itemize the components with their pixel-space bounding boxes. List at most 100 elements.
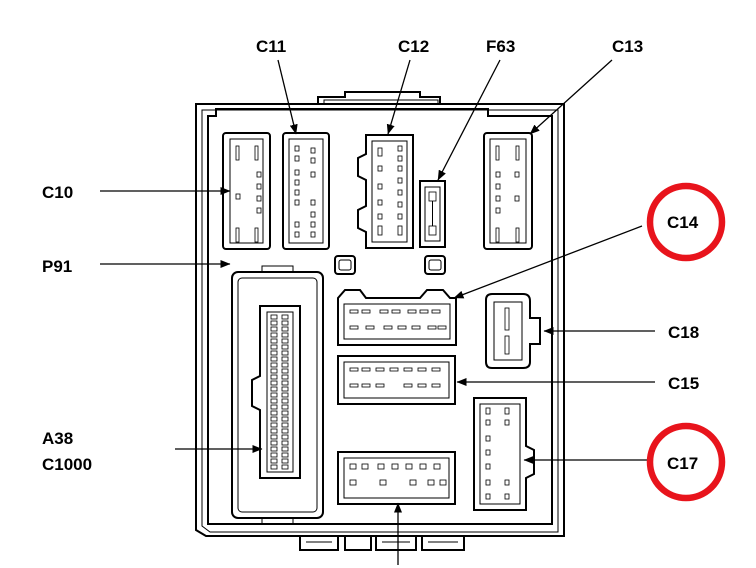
connector-pin: [349, 309, 359, 314]
connector-pin: [407, 309, 417, 314]
connector-pin: [270, 452, 278, 458]
connector-pin: [281, 362, 289, 368]
c14-connector: [337, 289, 457, 346]
connector-pin: [431, 367, 441, 372]
connector-pin: [270, 422, 278, 428]
connector-pin: [270, 380, 278, 386]
c12-label: C12: [398, 37, 429, 56]
connector-pin: [349, 479, 357, 486]
c12-arrow: [386, 59, 411, 135]
connector-pin: [281, 344, 289, 350]
connector-pin: [431, 309, 441, 314]
f63-arrow: [437, 59, 501, 181]
connector-pin: [365, 325, 375, 330]
c13-arrow: [529, 59, 613, 135]
connector-pin: [427, 325, 437, 330]
c13-connector: [483, 132, 533, 250]
fuse-box-housing: [195, 91, 565, 551]
connector-pin: [361, 367, 371, 372]
f63-label: F63: [486, 37, 515, 56]
a38-label: A38: [42, 429, 73, 448]
connector-pin: [281, 416, 289, 422]
connector-pin: [389, 367, 399, 372]
connector-pin: [405, 463, 413, 470]
connector-pin: [419, 309, 429, 314]
connector-pin: [391, 309, 401, 314]
connector-pin: [419, 463, 427, 470]
connector-pin: [281, 422, 289, 428]
connector-pin: [270, 440, 278, 446]
connector-pin: [361, 463, 369, 470]
connector-pin: [270, 314, 278, 320]
connector-pin: [270, 434, 278, 440]
connector-pin: [281, 398, 289, 404]
a38-c1000-connector: [231, 265, 324, 525]
connector-pin: [270, 344, 278, 350]
connector-pin: [281, 392, 289, 398]
mounting-clips: [334, 255, 446, 275]
connector-pin: [281, 404, 289, 410]
connector-pin: [270, 386, 278, 392]
c1000-label: C1000: [42, 455, 92, 474]
c11-arrow: [277, 59, 298, 135]
c15-connector: [337, 355, 456, 405]
connector-pin: [270, 332, 278, 338]
bottom-connector: [337, 451, 456, 505]
connector-pin: [349, 463, 357, 470]
connector-pin: [270, 338, 278, 344]
connector-pin: [383, 325, 393, 330]
connector-pin: [379, 479, 387, 486]
connector-pin: [281, 458, 289, 464]
connector-pin: [270, 374, 278, 380]
connector-pin: [375, 367, 385, 372]
c14-arrow: [453, 225, 643, 299]
connector-pin: [270, 392, 278, 398]
connector-pin: [270, 362, 278, 368]
connector-pin: [270, 350, 278, 356]
connector-pin: [281, 464, 289, 470]
connector-pin: [281, 410, 289, 416]
connector-pin: [270, 404, 278, 410]
c10-label: C10: [42, 183, 73, 202]
connector-pin: [409, 479, 417, 486]
c11-connector: [282, 132, 330, 250]
connector-pin: [403, 367, 413, 372]
connector-pin: [281, 356, 289, 362]
connector-pin: [281, 440, 289, 446]
c11-label: C11: [256, 37, 286, 56]
connector-pin: [281, 434, 289, 440]
connector-pin: [281, 380, 289, 386]
connector-pin: [377, 463, 385, 470]
connector-pin: [427, 479, 435, 486]
connector-pin: [270, 398, 278, 404]
c17-label: C17: [667, 454, 698, 473]
connector-pin: [431, 383, 441, 388]
connector-pin: [281, 320, 289, 326]
c14-highlight-circle: [646, 182, 726, 262]
connector-pin: [437, 325, 447, 330]
connector-pin: [270, 458, 278, 464]
connector-pin: [411, 325, 421, 330]
connector-pin: [281, 374, 289, 380]
connector-pin: [433, 463, 441, 470]
connector-pin: [270, 416, 278, 422]
connector-pin: [270, 326, 278, 332]
connector-pin: [361, 383, 371, 388]
connector-pin: [270, 446, 278, 452]
connector-pin: [281, 428, 289, 434]
connector-pin: [270, 410, 278, 416]
connector-pin: [403, 383, 413, 388]
c13-label: C13: [612, 37, 643, 56]
connector-pin: [281, 446, 289, 452]
connector-pin: [270, 356, 278, 362]
c14-label: C14: [667, 213, 699, 232]
p91-label: P91: [42, 257, 72, 276]
connector-pin: [270, 428, 278, 434]
connector-pin: [349, 367, 359, 372]
connector-pin: [281, 314, 289, 320]
c18-label: C18: [668, 323, 699, 342]
connector-pin: [281, 350, 289, 356]
connector-pin: [270, 320, 278, 326]
c17-connector: [473, 397, 535, 511]
